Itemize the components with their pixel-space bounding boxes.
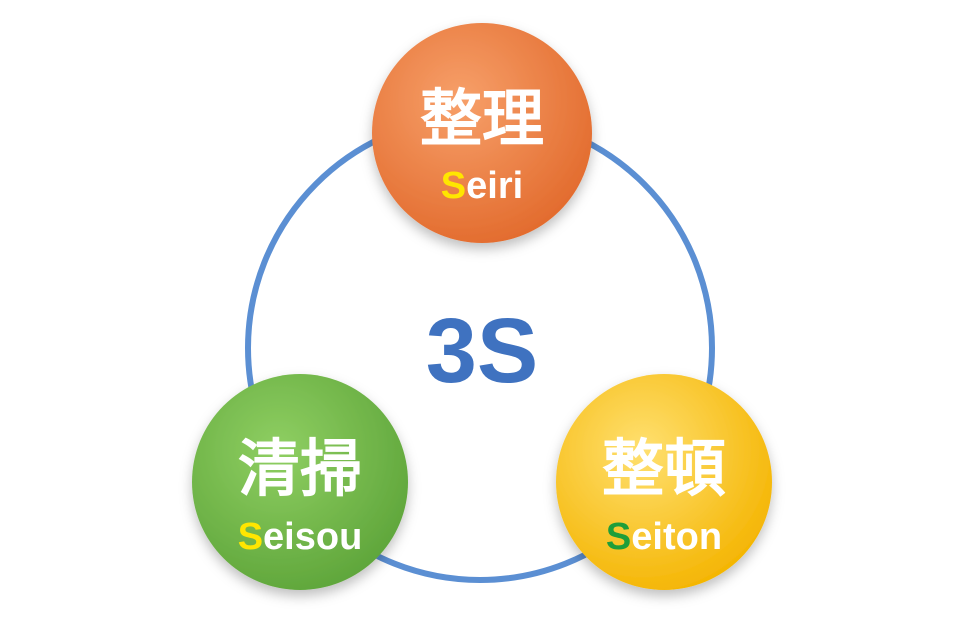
node-seiri-rest: eiri: [466, 165, 523, 207]
node-seiri-circle: [372, 23, 592, 243]
node-seiton-kanji: 整頓: [602, 432, 726, 505]
node-seiton-rest: eiton: [631, 516, 722, 558]
node-seiton: 整頓 Seiton: [556, 374, 772, 590]
node-seiri-roman: Seiri: [441, 165, 523, 207]
node-seisou-rest: eisou: [263, 516, 362, 558]
node-seiton-initial: S: [606, 516, 631, 558]
node-seiri-initial: S: [441, 165, 466, 207]
node-seiton-roman: Seiton: [606, 516, 722, 558]
node-seisou-roman: Seisou: [238, 516, 363, 558]
node-seisou: 清掃 Seisou: [192, 374, 408, 590]
node-seiri-kanji: 整理: [420, 82, 544, 155]
node-seiri: 整理 Seiri: [372, 23, 592, 243]
node-seisou-initial: S: [238, 516, 263, 558]
node-seisou-kanji: 清掃: [238, 432, 362, 505]
center-label: 3S: [426, 300, 539, 402]
node-seisou-circle: [192, 374, 408, 590]
node-seiton-circle: [556, 374, 772, 590]
